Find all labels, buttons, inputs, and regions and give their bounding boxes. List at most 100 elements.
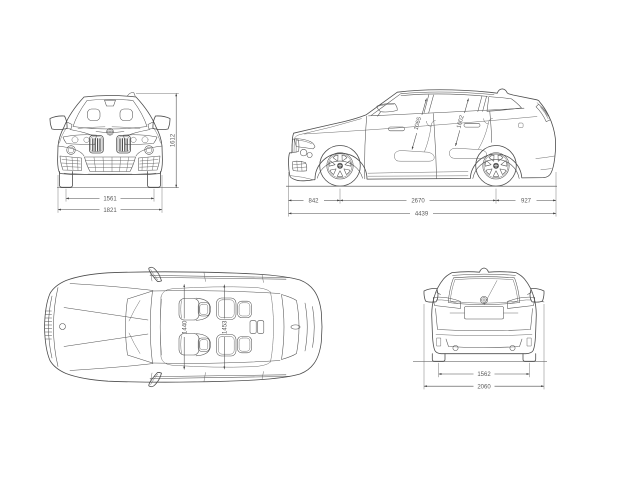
top-rear-seats-rect-8 (238, 337, 251, 352)
dim-label-side-overall-length: 4439 (415, 212, 429, 218)
top-roof-rails (149, 275, 291, 379)
rear-view: 1562 2060 (413, 267, 547, 390)
top-view: 1440 1453 (44, 266, 323, 388)
top-rear-seats-rect-4 (238, 302, 251, 317)
front-right-tire (147, 171, 161, 188)
side-rear-lamp-inner (540, 107, 549, 120)
side-rear-glass-edge (536, 102, 548, 117)
front-left-side-intake (59, 155, 82, 171)
dim-side-front-headroom-line-2 (411, 133, 417, 150)
dim-label-side-front-overhang: 842 (308, 199, 319, 205)
side-headlight-inner (296, 139, 312, 145)
side-view: 1065 1002 842 2670 927 4439 (286, 88, 557, 218)
side-front-door-handle (388, 126, 405, 132)
front-kidney-grille-path-3 (92, 138, 101, 152)
side-rear-door-handle (463, 123, 481, 128)
dim-side-overall-length: 4439 (288, 212, 556, 218)
dim-label-side-front-headroom: 1065 (414, 116, 424, 131)
side-front-bumper-hatch (293, 160, 307, 172)
front-right-mirror-arm (147, 121, 155, 130)
dim-label-front-overall-width: 1821 (103, 208, 117, 214)
dim-rear-width-mirrors: 2060 (423, 304, 545, 390)
side-rear-seat-path-1 (449, 147, 488, 159)
rear-tailgate-lines (435, 308, 533, 332)
rear-glass (447, 276, 521, 305)
side-front-foglight-outer (300, 149, 308, 157)
dim-label-top-front-interior-width: 1440 (182, 320, 188, 334)
rear-roundel-circle-1 (480, 296, 488, 304)
front-kidney-grille-rect-5 (117, 136, 130, 152)
top-rear-seats-rect-1 (216, 297, 237, 320)
side-fuel-door (518, 122, 524, 128)
side-front-seat-path-2 (424, 120, 436, 152)
rear-license-plate (464, 306, 504, 320)
rear-left-reflector (436, 337, 532, 347)
side-headlight (294, 138, 316, 150)
rear-left-taillight (432, 296, 461, 309)
top-rear-seats-rect-7 (237, 336, 252, 354)
front-fender-creases (59, 128, 161, 144)
front-left-side-intake-path-1 (59, 155, 82, 171)
front-left-foglight (66, 145, 76, 155)
side-beltline (368, 107, 525, 117)
side-window-top (400, 93, 488, 97)
front-right-side-intake (138, 155, 161, 171)
top-rear-seats-rect-2 (218, 299, 235, 318)
rear-left-mirror (423, 288, 439, 303)
top-grille-hatch (44, 310, 53, 340)
front-windshield (72, 98, 148, 130)
top-front-seats-path-7 (180, 335, 182, 354)
side-rear-seat-path-2 (478, 118, 493, 150)
front-view: 1612 1561 1821 (49, 92, 179, 214)
side-lower-line (367, 171, 469, 177)
front-kidney-grille-rect-1 (89, 135, 104, 154)
front-right-headrest (119, 108, 133, 121)
front-center-intake (63, 156, 157, 176)
rear-left-mirror-arm (436, 292, 545, 303)
side-front-seat (394, 120, 436, 162)
side-c-pillar (477, 95, 487, 112)
rear-wiper (483, 280, 498, 306)
rear-right-tire (522, 353, 537, 362)
top-front-seats-rect-6 (178, 333, 200, 356)
front-left-drl-inner (83, 136, 90, 143)
top-roof-edges (152, 290, 281, 364)
front-roundel-path-3 (107, 129, 113, 135)
top-roundel (59, 323, 66, 330)
side-mirror (376, 103, 398, 117)
dim-top-rear-interior-width: 1453 (222, 284, 228, 370)
side-character-line (303, 116, 538, 135)
top-front-seats-rect-4 (197, 302, 210, 317)
dim-label-side-rear-headroom: 1002 (456, 114, 466, 129)
front-left-side-intake-path-2 (61, 156, 81, 171)
dim-front-track-width: 1561 (65, 188, 155, 203)
top-rear-seats-rect-9 (249, 320, 257, 334)
rear-right-taillight (507, 296, 536, 309)
dim-side-rear-headroom-line-2 (455, 130, 461, 147)
side-body-outline (288, 88, 557, 182)
dim-side-overhangs-wheelbase: 842 2670 927 (288, 172, 557, 217)
front-left-mirror-arm (65, 121, 73, 130)
rear-roof-line (452, 273, 516, 276)
dim-rear-track-width: 1562 (438, 362, 530, 378)
side-front-bumper-intake (292, 160, 308, 172)
front-kidney-grille (89, 135, 131, 154)
dim-side-rear-headroom: 1002 (455, 98, 469, 147)
side-front-arch-trim (316, 160, 363, 179)
front-roundel (106, 128, 114, 136)
side-grille-bars (293, 138, 297, 153)
side-a-pillar (371, 94, 401, 116)
front-left-headrest (87, 108, 101, 121)
dim-label-top-rear-interior-width: 1453 (222, 320, 228, 334)
front-right-foglight-inner (145, 146, 153, 154)
top-left-mirror-top (148, 266, 162, 282)
side-rear-wheel-circle-2 (482, 152, 510, 180)
side-front-wheel-spokes (328, 154, 352, 178)
side-front-fender-cut (364, 115, 368, 180)
side-grille (291, 138, 300, 153)
top-tailgate-lines (304, 302, 315, 352)
top-front-seats-rect-10 (199, 339, 209, 351)
top-left-mirror-bottom-inner (150, 373, 159, 385)
dim-label-side-wheelbase: 2670 (411, 199, 425, 205)
